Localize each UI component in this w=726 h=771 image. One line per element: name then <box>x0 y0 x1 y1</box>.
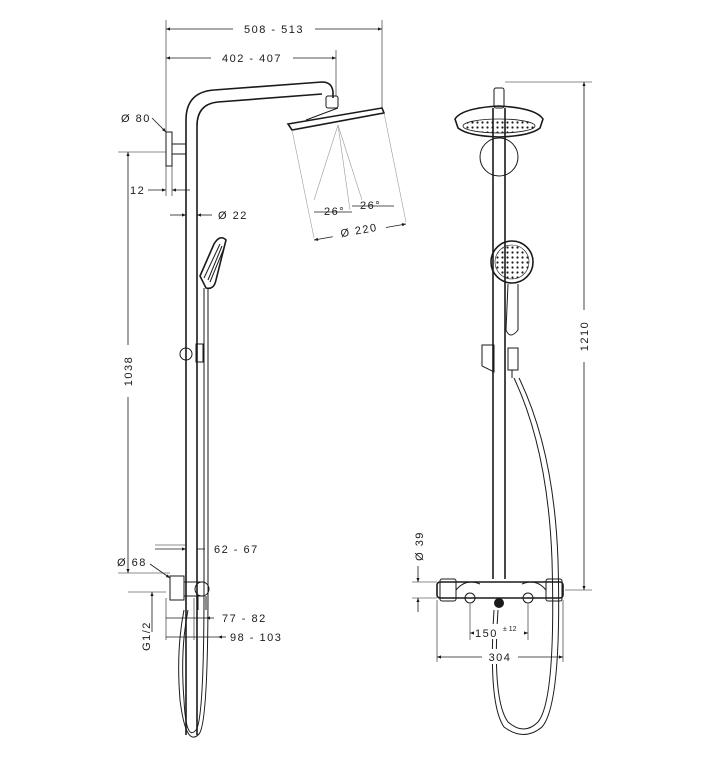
side-view: 508 - 513 402 - 407 Ø 80 12 Ø 22 26° 26°… <box>117 20 407 738</box>
dim-wall-flange: Ø 80 <box>121 113 151 125</box>
overhead-head-front <box>454 105 544 138</box>
spray-cone <box>291 112 407 239</box>
dim-mixer-offset: 62 - 67 <box>214 544 259 556</box>
head-connector <box>493 87 505 109</box>
dim-depth-1: 77 - 82 <box>222 613 267 625</box>
mixer-outlet <box>494 598 504 608</box>
wall-bracket <box>171 143 187 155</box>
hand-shower-nozzles <box>494 244 530 280</box>
dim-total-height: 1210 <box>579 321 591 351</box>
riser-pipe <box>185 81 334 735</box>
dim-arm-length: 402 - 407 <box>222 53 282 65</box>
shower-hose <box>182 288 205 734</box>
hand-shower-grip <box>505 283 519 336</box>
dim-spray-angle-left: 26° <box>324 206 345 218</box>
front-view: 1210 Ø 39 150 ± 12 304 <box>412 81 592 735</box>
dim-spray-angle-right: 26° <box>360 200 381 212</box>
mixer-bar <box>436 581 564 599</box>
shower-hose-front <box>495 377 554 730</box>
wall-flange-front <box>479 137 519 177</box>
dim-inlet-tolerance: ± 12 <box>503 626 517 633</box>
overhead-shower-head <box>286 107 386 131</box>
dim-mixer-body: Ø 39 <box>414 531 426 561</box>
mixer-body <box>169 575 185 601</box>
hand-shower-front <box>490 240 534 284</box>
dim-mixer-width: 304 <box>489 652 512 664</box>
dim-mixer-flange: Ø 68 <box>117 557 147 569</box>
wall-flange <box>165 131 173 167</box>
dim-pipe-diameter: Ø 22 <box>218 210 248 222</box>
shower-holder <box>179 347 193 361</box>
riser-pipe-inner <box>196 93 323 735</box>
dim-total-width: 508 - 513 <box>244 24 304 36</box>
dim-wall-offset: 12 <box>130 185 145 197</box>
mixer-knob <box>194 581 210 597</box>
hand-shower <box>199 236 227 290</box>
dim-thread: G1/2 <box>141 621 153 651</box>
dim-inlet-spacing: 150 <box>475 628 498 640</box>
shower-holder-front <box>481 344 495 373</box>
dim-riser-height: 1038 <box>123 356 135 386</box>
dim-depth-2: 98 - 103 <box>230 632 282 644</box>
head-joint <box>325 95 339 109</box>
nozzle-plate <box>462 118 536 134</box>
